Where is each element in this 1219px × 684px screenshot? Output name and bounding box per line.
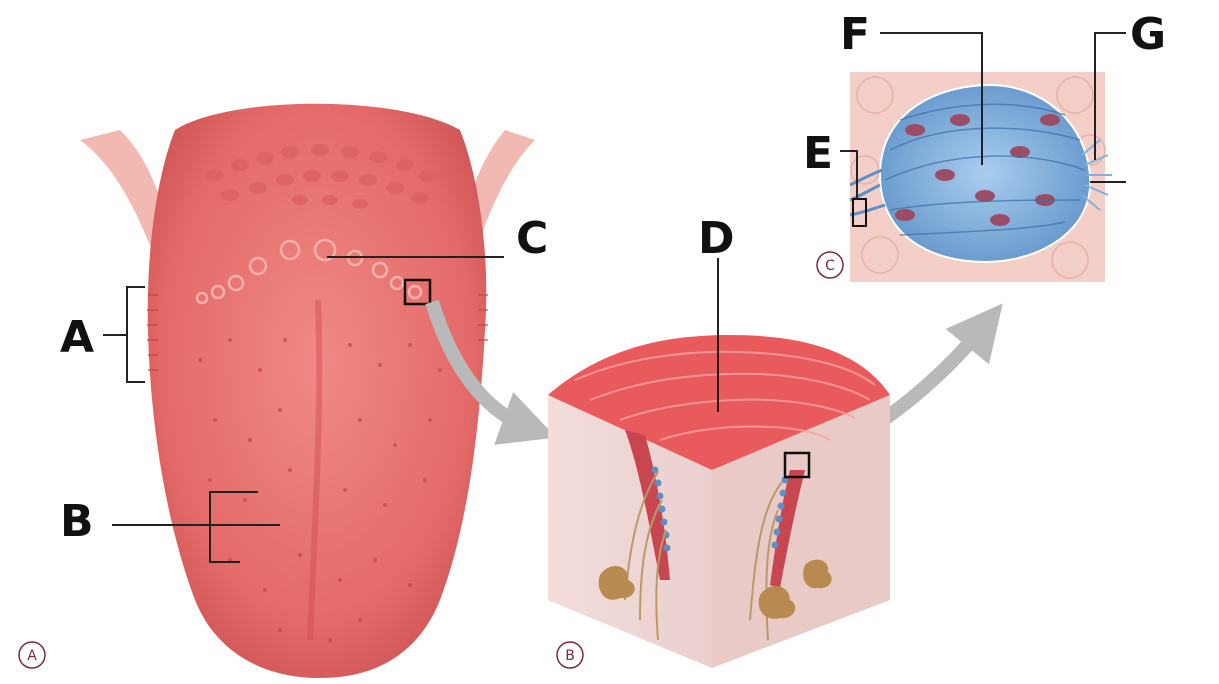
cell-boundaries xyxy=(884,103,1086,236)
panel-tag-c: C xyxy=(816,251,844,279)
leader-f xyxy=(880,32,983,165)
zoom-arrow-a-to-b xyxy=(425,299,557,445)
taste-buds-row-right xyxy=(771,476,789,549)
panel-tag-a-text: A xyxy=(27,648,37,664)
tissue-block-right-face xyxy=(712,395,890,668)
leader-g xyxy=(1090,32,1126,183)
panel-c-taste-bud: C xyxy=(816,72,1112,282)
fungiform-papillae-dots xyxy=(198,338,442,642)
median-sulcus xyxy=(307,299,323,641)
gustatory-cell-nuclei xyxy=(895,114,1060,226)
label-b: B xyxy=(60,496,94,547)
serous-glands xyxy=(598,559,832,619)
panel-tag-c-text: C xyxy=(825,258,835,274)
tissue-block-left-face xyxy=(548,395,712,668)
zoom-box-taste-bud xyxy=(783,451,811,479)
leader-e xyxy=(840,150,858,200)
label-f: F xyxy=(840,9,870,60)
zoom-box-papilla xyxy=(403,278,432,306)
papilla-trench-right xyxy=(770,470,805,588)
label-d: D xyxy=(698,213,735,264)
panel-a-tongue: A xyxy=(18,103,535,678)
pharynx-left-fold xyxy=(80,130,175,270)
tongue-body xyxy=(147,103,487,678)
panel-tag-b: B xyxy=(556,641,584,669)
circumvallate-papillae xyxy=(195,238,423,305)
surface-texture xyxy=(574,350,876,441)
label-g: G xyxy=(1130,9,1166,60)
panel-tag-a: A xyxy=(18,641,46,669)
synapse-box xyxy=(852,198,867,227)
leader-lines xyxy=(103,32,1126,563)
panel-tag-b-text: B xyxy=(565,648,575,664)
leader-b xyxy=(112,491,280,563)
taste-bud-body xyxy=(878,83,1092,264)
nerve-fibers xyxy=(624,471,783,641)
leader-a xyxy=(103,286,145,383)
taste-hairs xyxy=(1081,139,1112,211)
label-c: C xyxy=(516,213,548,264)
epithelial-cells xyxy=(850,76,1106,279)
papilla-trench-left xyxy=(625,430,670,580)
label-e: E xyxy=(803,128,833,179)
label-a: A xyxy=(60,312,94,363)
foliate-papillae-ridges xyxy=(147,294,488,371)
lingual-tonsil-bumps xyxy=(206,144,437,209)
